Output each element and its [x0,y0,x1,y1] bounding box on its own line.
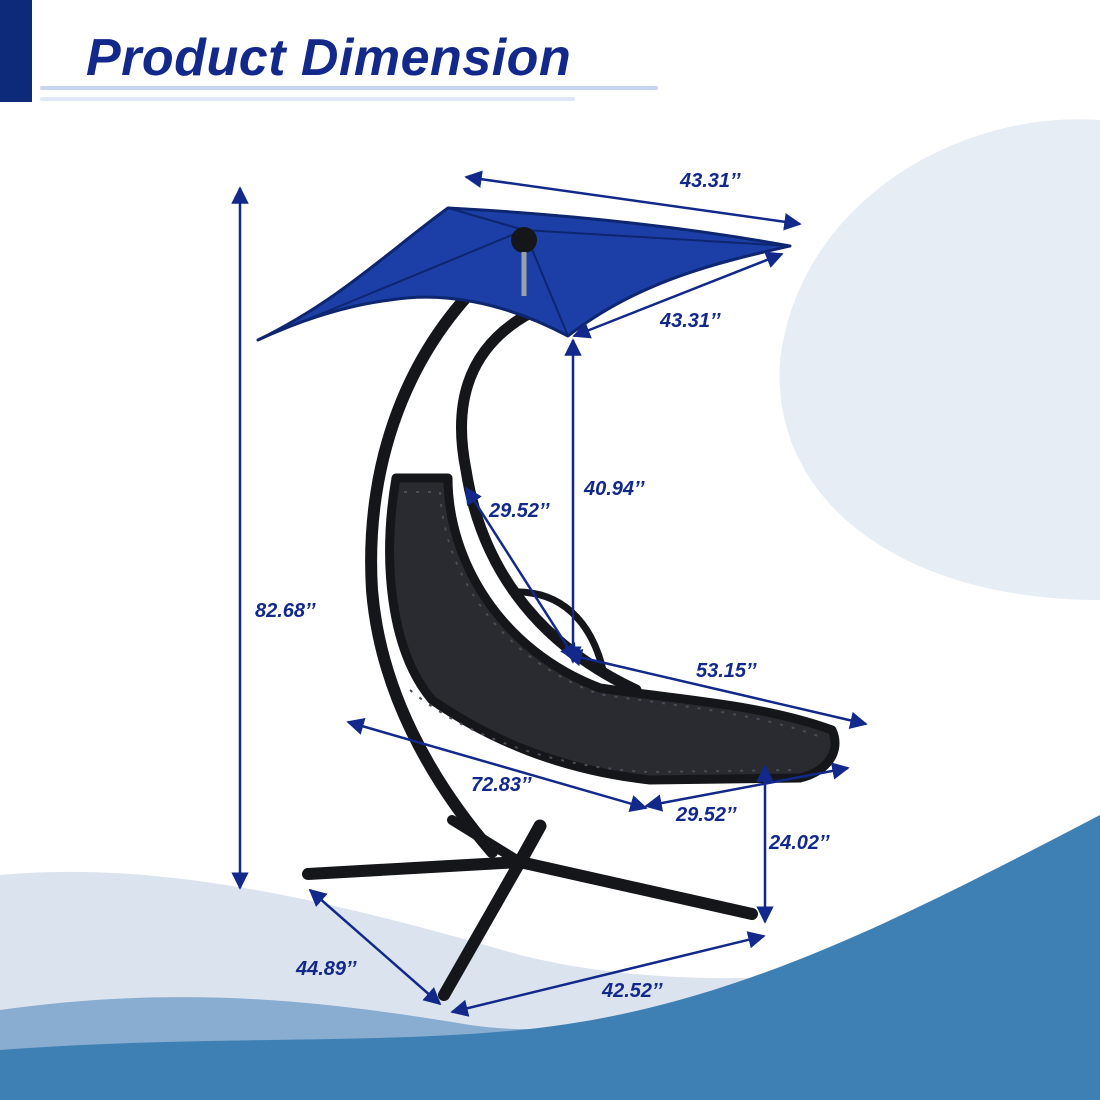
arrow-base-width [450,931,766,1017]
arrow-canopy-depth [572,251,784,339]
arrow-overall-length [346,717,648,813]
label-seat-length: 53.15’’ [696,660,757,682]
arrow-seat-length [564,649,868,729]
label-overall-height: 82.68’’ [255,600,316,622]
label-canopy-width: 43.31’’ [680,170,741,192]
label-seat-width: 29.52’’ [676,804,737,826]
label-base-depth: 44.89’’ [296,958,357,980]
title-underline [40,86,658,90]
label-backrest-length: 29.52’’ [489,500,550,522]
background-circle [779,119,1100,600]
title-underline-secondary [40,97,575,101]
lounge-seat [385,473,840,785]
background-wave-dark [0,815,1100,1100]
arrow-backrest [464,486,578,662]
title-accent-bar [0,0,32,102]
arrow-base-depth [308,888,442,1006]
arrow-seat-width [644,762,850,812]
label-overall-length: 72.83’’ [471,774,532,796]
label-canopy-depth: 43.31’’ [660,310,721,332]
page-title: Product Dimension [86,29,572,87]
arrow-canopy-width [464,170,802,231]
label-seat-height: 24.02’’ [769,832,830,854]
label-canopy-to-seat: 40.94’’ [584,478,645,500]
dimension-arrows [231,170,868,1017]
label-base-width: 42.52’’ [602,980,663,1002]
